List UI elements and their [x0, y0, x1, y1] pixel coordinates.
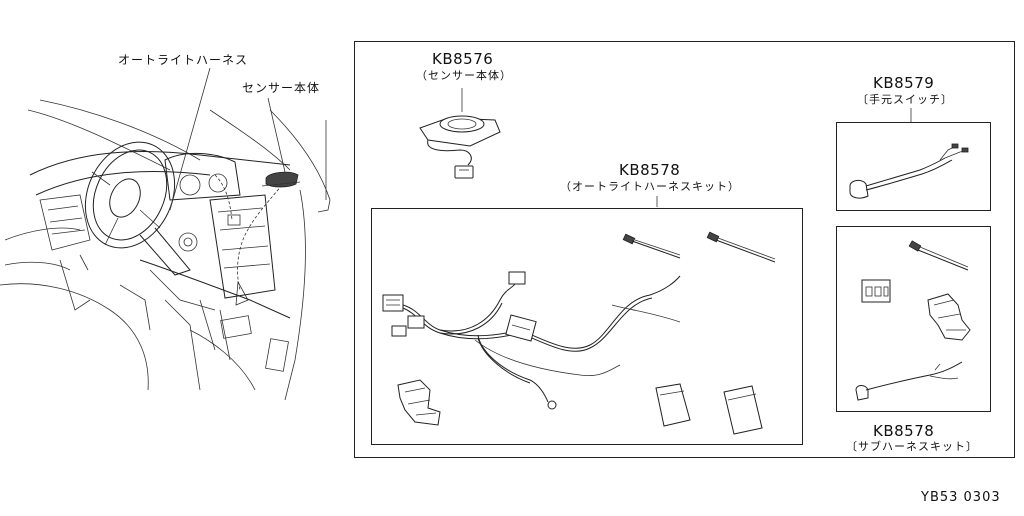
- main-kit-frame: [371, 208, 803, 445]
- sub-kit-code: KB8578: [873, 422, 935, 440]
- sensor-part-name: （センサー本体）: [416, 69, 512, 82]
- cable-tie-2: [706, 231, 776, 263]
- sensor-part-code: KB8576: [432, 50, 494, 68]
- parts-frame: [354, 41, 1015, 458]
- hand-switch-name: 〔手元スイッチ〕: [857, 93, 953, 106]
- cable-tie-1: [622, 233, 681, 259]
- hand-switch-drawing: [849, 143, 969, 199]
- figure-reference: YB53 0303: [921, 490, 1001, 505]
- hand-switch-code: KB8579: [873, 74, 935, 92]
- callout-autolight-harness: オートライトハーネス: [118, 53, 249, 67]
- main-kit-code: KB8578: [619, 161, 681, 179]
- main-kit-drawing: [382, 231, 776, 435]
- main-kit-name: （オートライトハーネスキット）: [560, 180, 740, 193]
- sensor-part-drawing: [419, 88, 501, 179]
- callout-sensor-body: センサー本体: [242, 81, 321, 95]
- dashboard-illustration: [0, 67, 331, 401]
- sub-kit-name: 〔サブハーネスキット〕: [846, 440, 978, 453]
- sub-kit-drawing: [855, 240, 971, 401]
- hand-switch-frame: [836, 122, 991, 211]
- sub-kit-frame: [836, 226, 991, 412]
